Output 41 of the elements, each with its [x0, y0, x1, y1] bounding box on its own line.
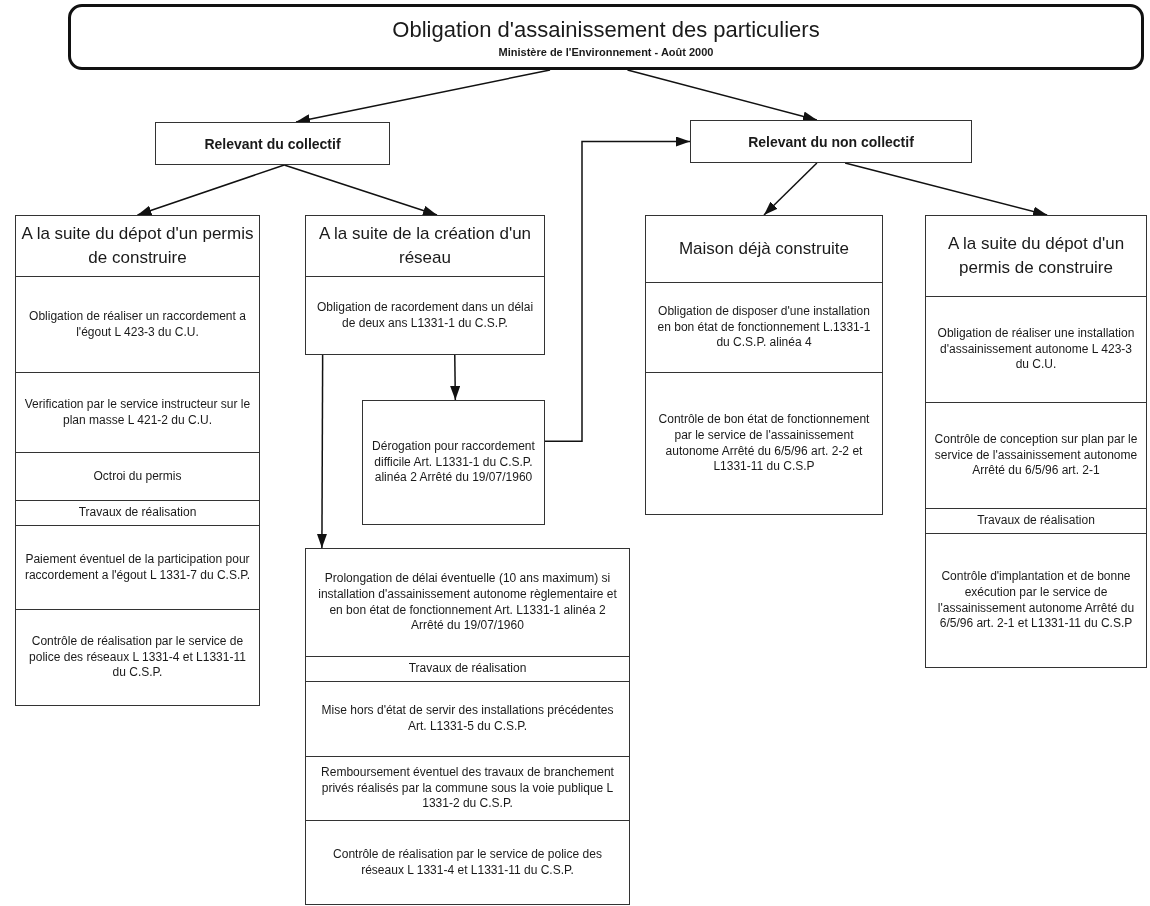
column-panel: [925, 215, 1147, 668]
subtitle: Ministère de l'Environnement - Août 2000: [498, 45, 714, 58]
column-heading: A la suite de la création d'un réseau: [317, 223, 533, 269]
step-cell: Contrôle d'implantation et de bonne exécution par le service de l'assainissement autonome Arrêté du 6/5/96 art. 2-1 et L1331-11 du C.S.P: [926, 533, 1146, 667]
step-cell: Obligation de réaliser une installation d'assainissement autonome L 423-3 du C.U.: [926, 296, 1146, 402]
step-cell: Contrôle de réalisation par le service de police des réseaux L 1331-4 et L1331-11 du C.S.P.: [16, 609, 259, 705]
arrow: [763, 162, 818, 216]
column-panel: [15, 215, 260, 706]
step-cell: Prolongation de délai éventuelle (10 ans maximum) si installation d'assainissement autonome règlementaire et en bon état de fonctionnement Art. L1331-1 alinéa 2 Arrêté du 19/07/1960: [306, 549, 629, 656]
step-cell: Contrôle de réalisation par le service de police des réseaux L 1331-4 et L1331-11 du C.S.P.: [306, 820, 629, 904]
step-cell: Obligation de réaliser un raccordement a l'égout L 423-3 du C.U.: [16, 276, 259, 372]
arrow: [626, 69, 818, 122]
arrow: [136, 164, 285, 216]
step-cell: Mise hors d'état de servir des installations précédentes Art. L1331-5 du C.S.P.: [306, 681, 629, 756]
category-box: Relevant du non collectif: [690, 120, 972, 163]
step-cell: Obligation de racordement dans un délai de deux ans L1331-1 du C.S.P.: [306, 276, 544, 354]
column-heading: A la suite du dépot d'un permis de construire: [20, 223, 255, 269]
step-cell: Travaux de réalisation: [306, 656, 629, 681]
step-panel: [305, 548, 630, 905]
step-cell: Travaux de réalisation: [16, 500, 259, 525]
title-banner: [68, 4, 1144, 70]
title: Obligation d'assainissement des particuliers: [392, 16, 820, 43]
step-cell: Remboursement éventuel des travaux de branchement privés réalisés par la commune sous la voie publique L 1331-2 du C.S.P.: [306, 756, 629, 820]
column-heading: A la suite du dépot d'un permis de construire: [946, 233, 1126, 279]
step-box: Dérogation pour raccordement difficile Art. L1331-1 du C.S.P. alinéa 2 Arrêté du 19/07/1960: [362, 400, 545, 525]
column-heading: Maison déjà construite: [677, 238, 851, 261]
arrow: [544, 136, 691, 442]
step-cell: Paiement éventuel de la participation pour raccordement a l'égout L 1331-7 du C.S.P.: [16, 525, 259, 609]
step-cell: Octroi du permis: [16, 452, 259, 500]
step-cell: Obligation de disposer d'une installation en bon état de fonctionnement L.1331-1 du C.S.P. alinéa 4: [646, 282, 882, 372]
column-panel: [305, 215, 545, 355]
step-cell: Travaux de réalisation: [926, 508, 1146, 533]
step-cell: Contrôle de conception sur plan par le service de l'assainissement autonome Arrêté du 6/5/96 art. 2-1: [926, 402, 1146, 508]
arrow: [844, 162, 1048, 217]
arrow: [316, 353, 327, 549]
arrow: [450, 353, 461, 401]
column-panel: [645, 215, 883, 515]
arrow: [283, 164, 438, 216]
step-cell: Verification par le service instructeur sur le plan masse L 421-2 du C.U.: [16, 372, 259, 452]
step-cell: Contrôle de bon état de fonctionnement par le service de l'assainissement autonome Arrêté du 6/5/96 art. 2-2 et L1331-11 du C.S.P: [646, 372, 882, 514]
category-box: Relevant du collectif: [155, 122, 390, 165]
